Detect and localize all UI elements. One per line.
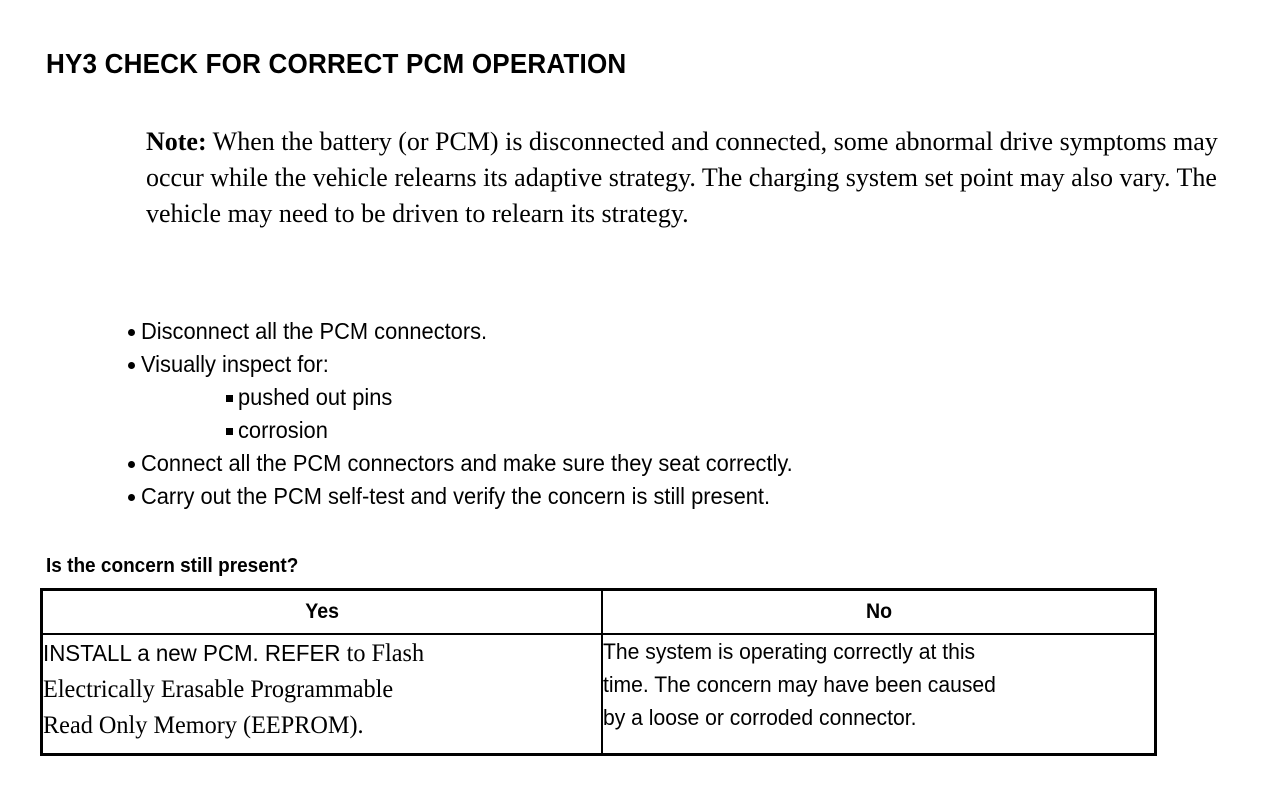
- no-action-line-2: time. The concern may have been caused: [603, 672, 996, 697]
- decision-table: Yes No INSTALL a new PCM. REFER to Flash…: [40, 588, 1157, 756]
- table-header-yes-label: Yes: [305, 600, 339, 623]
- list-item-label: Carry out the PCM self-test and verify t…: [141, 483, 771, 509]
- yes-action-serif-text: to Flash: [340, 640, 425, 667]
- list-item: corrosion: [226, 415, 1228, 448]
- table-header-no-label: No: [865, 600, 892, 623]
- page-title: HY3 CHECK FOR CORRECT PCM OPERATION: [46, 48, 627, 79]
- list-item-label: Connect all the PCM connectors and make …: [141, 450, 793, 476]
- question-heading: Is the concern still present?: [46, 555, 299, 577]
- bullet-dot-icon: [128, 362, 135, 369]
- no-action-line-3: by a loose or corroded connector.: [603, 705, 917, 730]
- bullet-dot-icon: [128, 494, 135, 501]
- list-item: Carry out the PCM self-test and verify t…: [128, 481, 1228, 514]
- yes-action-line-1: INSTALL a new PCM. REFER to Flash: [43, 635, 584, 672]
- note-label: Note:: [146, 127, 207, 156]
- table-cell-yes-action: INSTALL a new PCM. REFER to Flash Electr…: [40, 633, 603, 756]
- note-body: When the battery (or PCM) is disconnecte…: [146, 127, 1218, 228]
- table-row: INSTALL a new PCM. REFER to Flash Electr…: [40, 633, 1157, 756]
- note-block: Note: When the battery (or PCM) is disco…: [146, 124, 1238, 232]
- list-item: Connect all the PCM connectors and make …: [128, 448, 1228, 481]
- list-item: Visually inspect for:: [128, 349, 1228, 382]
- table-header-no: No: [601, 588, 1157, 635]
- list-item: Disconnect all the PCM connectors.: [128, 316, 1228, 349]
- bullet-dot-icon: [128, 329, 135, 336]
- procedure-step-list: Disconnect all the PCM connectors. Visua…: [128, 316, 1228, 514]
- table-header-row: Yes No: [40, 588, 1157, 635]
- bullet-square-icon: [226, 428, 233, 435]
- list-item-label: corrosion: [238, 417, 328, 443]
- list-item-label: pushed out pins: [238, 384, 393, 410]
- yes-action-sans-text: INSTALL a new PCM. REFER: [43, 640, 341, 666]
- no-action-line-1: The system is operating correctly at thi…: [603, 639, 976, 664]
- list-item-label: Disconnect all the PCM connectors.: [141, 318, 488, 344]
- yes-action-line-2: Electrically Erasable Programmable: [43, 676, 394, 703]
- list-item: pushed out pins: [226, 382, 1228, 415]
- yes-action-line-3: Read Only Memory (EEPROM).: [43, 712, 364, 739]
- table-cell-no-action: The system is operating correctly at thi…: [601, 633, 1157, 756]
- list-item-label: Visually inspect for:: [141, 351, 329, 377]
- table-header-yes: Yes: [40, 588, 603, 635]
- bullet-square-icon: [226, 395, 233, 402]
- bullet-dot-icon: [128, 461, 135, 468]
